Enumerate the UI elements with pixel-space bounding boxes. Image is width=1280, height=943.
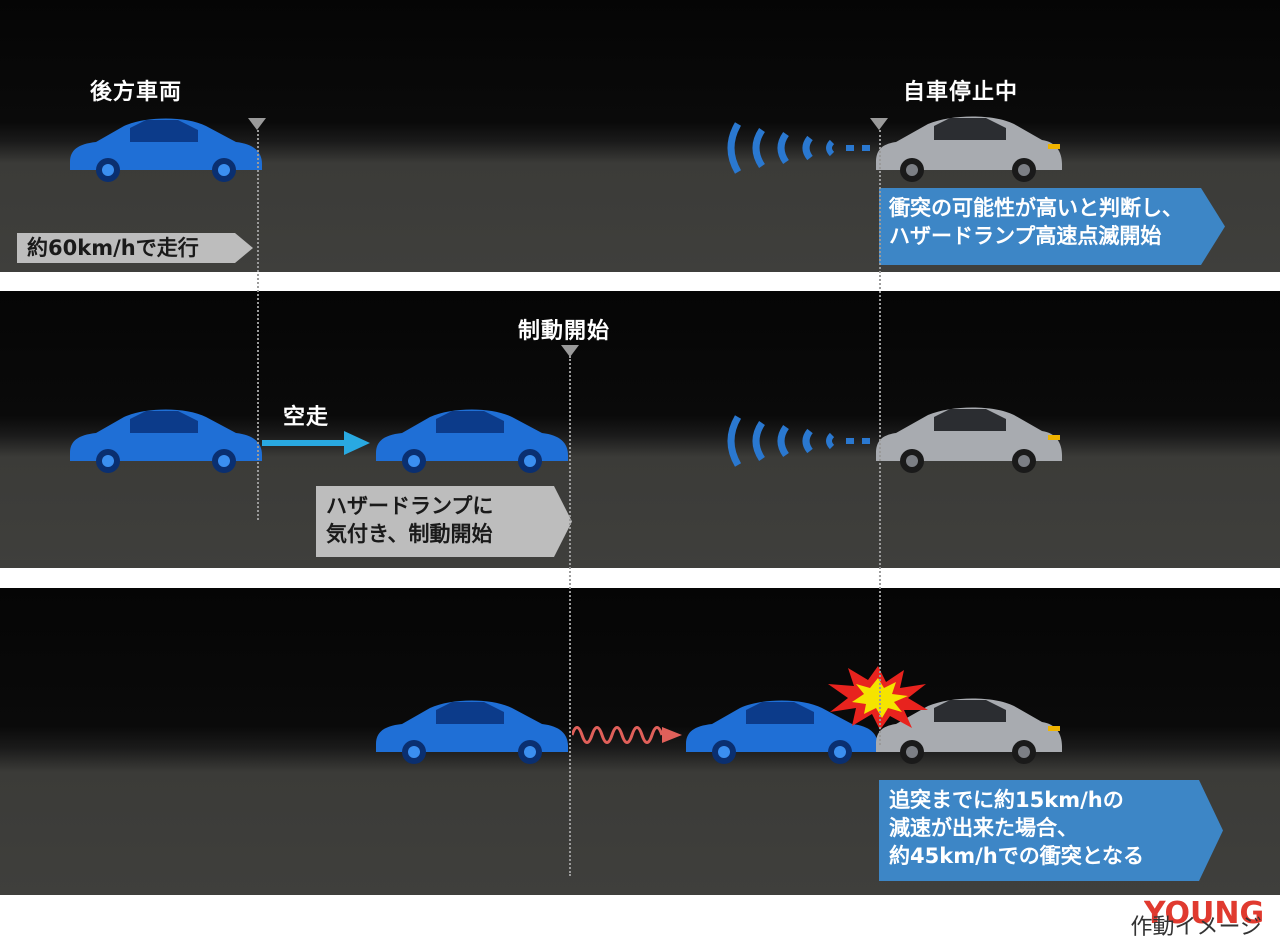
speed-callout: 約60km/hで走行	[17, 233, 253, 263]
impact-burst-icon	[828, 666, 928, 730]
silver-car-icon	[876, 698, 1062, 764]
panel-braking-start: 制動開始 空走 ハザードランプに 気付き、制動開始	[0, 291, 1280, 568]
own-car-marker-icon	[870, 118, 888, 130]
notice-callout-line1: ハザードランプに	[326, 494, 494, 518]
rear-vehicle-label: 後方車両	[90, 80, 183, 105]
silver-car-icon	[876, 116, 1062, 182]
brake-start-marker-icon	[561, 345, 579, 357]
young-logo: YOUNG	[1144, 896, 1264, 929]
result-callout-line1: 追突までに約15km/hの	[889, 788, 1124, 812]
hazard-signal-icon	[727, 122, 870, 174]
result-callout-line2: 減速が出来た場合、	[889, 816, 1078, 840]
own-car-reference-line	[879, 130, 881, 745]
logo-text: YOUNG	[1144, 896, 1264, 929]
rear-car-marker-icon	[248, 118, 266, 130]
panel-collision-result: 追突までに約15km/hの 減速が出来た場合、 約45km/hでの衝突となる	[0, 588, 1280, 895]
notice-callout-line2: 気付き、制動開始	[326, 522, 493, 546]
arrow-right-icon	[262, 431, 370, 455]
blue-car-icon	[686, 700, 878, 764]
silver-car-icon	[876, 407, 1062, 473]
result-callout-line3: 約45km/hでの衝突となる	[889, 844, 1145, 868]
hazard-start-callout: 衝突の可能性が高いと判断し、 ハザードランプ高速点滅開始	[879, 188, 1225, 265]
hazard-callout-line2: ハザードランプ高速点滅開始	[889, 224, 1162, 248]
hazard-signal-icon	[727, 415, 870, 467]
notice-callout: ハザードランプに 気付き、制動開始	[316, 486, 572, 557]
rear-car-reference-line	[257, 130, 259, 520]
idle-run-label: 空走	[283, 405, 330, 430]
panel-rear-vehicle-approach: 後方車両 自車停止中 約60km/hで走行 衝突の可能性が高いと判断し、 ハザー…	[0, 0, 1280, 272]
brake-start-label: 制動開始	[518, 319, 611, 344]
caption-operation-image: 作動イメージ	[1130, 915, 1262, 940]
stopped-vehicle-label: 自車停止中	[903, 80, 1019, 105]
blue-car-icon	[70, 118, 262, 182]
blue-car-icon	[376, 700, 568, 764]
blue-car-icon	[376, 409, 568, 473]
hazard-callout-line1: 衝突の可能性が高いと判断し、	[889, 196, 1183, 220]
brake-start-reference-line	[569, 356, 571, 876]
wave-arrow-icon	[572, 726, 682, 744]
blue-car-icon	[70, 409, 262, 473]
result-callout: 追突までに約15km/hの 減速が出来た場合、 約45km/hでの衝突となる	[879, 780, 1223, 881]
